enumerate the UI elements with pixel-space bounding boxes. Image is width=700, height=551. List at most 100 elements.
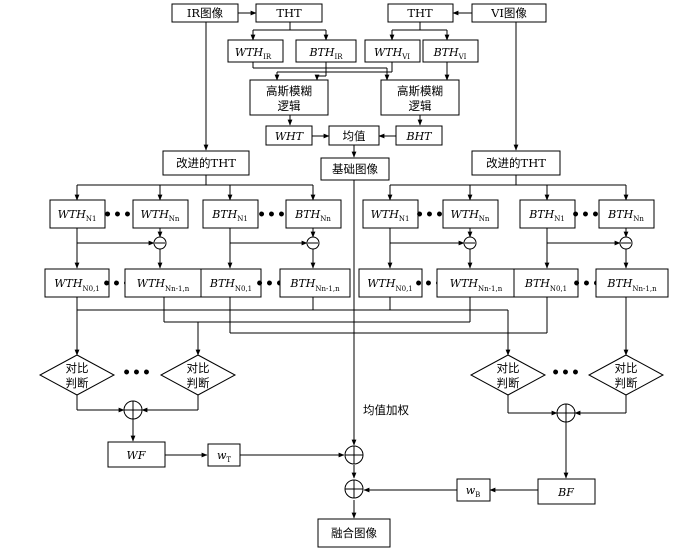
- svg-text:改进的THT: 改进的THT: [486, 156, 546, 170]
- svg-text:对比: 对比: [187, 361, 210, 375]
- compare-diamond-1: 对比 判断: [38, 354, 116, 396]
- ellipsis-compare-right: •••: [551, 365, 581, 381]
- bth-n1-box-right: BTHN1: [519, 199, 576, 229]
- ellipsis-row2-a: •••: [102, 276, 132, 292]
- fuzzy-logic-box-left: 高斯模糊 逻辑: [249, 79, 329, 116]
- wth-n01-box-left: WTHN0,1: [44, 268, 110, 298]
- ellipsis-row2-b: •••: [255, 276, 285, 292]
- subtract-operator-1: [153, 236, 167, 250]
- svg-text:BTHNn: BTHNn: [294, 208, 331, 223]
- sum-operator-left: [123, 400, 143, 420]
- ellipsis-row1-d: •••: [571, 207, 601, 223]
- svg-text:对比: 对比: [66, 361, 89, 375]
- wf-box: WF: [107, 441, 166, 468]
- wth-nn1n-box-right: WTHNn-1,n: [436, 268, 516, 298]
- bth-n01-box-left: BTHN0,1: [200, 268, 262, 298]
- svg-text:BTHVI: BTHVI: [433, 46, 467, 61]
- mean-box: 均值: [328, 125, 380, 146]
- svg-text:BTHNn: BTHNn: [607, 208, 644, 223]
- bht-box: BHT: [395, 125, 443, 146]
- svg-text:BF: BF: [557, 486, 574, 499]
- svg-text:BTHN0,1: BTHN0,1: [209, 277, 252, 293]
- svg-text:WTHNn: WTHNn: [141, 208, 180, 223]
- svg-text:逻辑: 逻辑: [409, 99, 432, 113]
- bth-nn-box-left: BTHNn: [285, 199, 342, 229]
- svg-text:WTHNn-1,n: WTHNn-1,n: [450, 277, 503, 293]
- subtract-operator-2: [306, 236, 320, 250]
- svg-text:BTHNn-1,n: BTHNn-1,n: [289, 277, 340, 293]
- tht-box-left: THT: [255, 3, 323, 23]
- svg-text:对比: 对比: [615, 361, 638, 375]
- ellipsis-row1-c: •••: [415, 207, 445, 223]
- wth-nn-box-right: WTHNn: [442, 199, 499, 229]
- connectors: [74, 10, 629, 519]
- compare-diamond-4: 对比 判断: [587, 354, 665, 396]
- svg-text:WHT: WHT: [275, 130, 305, 143]
- wth-vi-box: WTHVI: [364, 39, 421, 63]
- sum-operator-right: [556, 403, 576, 423]
- svg-text:WTHN1: WTHN1: [371, 208, 410, 223]
- svg-text:WTHNn: WTHNn: [451, 208, 490, 223]
- svg-text:WF: WF: [127, 449, 146, 462]
- svg-text:BTHN1: BTHN1: [528, 208, 565, 223]
- svg-text:BTHIR: BTHIR: [308, 46, 343, 61]
- svg-text:判断: 判断: [615, 376, 638, 390]
- subtract-operator-4: [619, 236, 633, 250]
- wth-n1-box-left: WTHN1: [49, 199, 106, 229]
- svg-text:wT: wT: [217, 449, 231, 464]
- ir-image-label: IR图像: [187, 6, 224, 20]
- ellipsis-row2-d: •••: [572, 276, 602, 292]
- wth-n1-box-right: WTHN1: [362, 199, 419, 229]
- ellipsis-row1-b: •••: [257, 207, 287, 223]
- ir-image-box: IR图像: [171, 3, 239, 23]
- svg-text:WTHN0,1: WTHN0,1: [367, 277, 413, 293]
- svg-text:判断: 判断: [497, 376, 520, 390]
- svg-text:对比: 对比: [497, 361, 520, 375]
- wth-ir-box: WTHIR: [227, 39, 284, 63]
- svg-text:判断: 判断: [66, 376, 89, 390]
- bth-nn1n-box-right: BTHNn-1,n: [595, 268, 669, 298]
- bth-nn1n-box-left: BTHNn-1,n: [279, 268, 351, 298]
- sum-operator-center-2: [344, 479, 364, 499]
- svg-text:判断: 判断: [187, 376, 210, 390]
- bth-ir-box: BTHIR: [295, 39, 357, 63]
- svg-text:均值: 均值: [343, 129, 366, 143]
- bf-box: BF: [537, 478, 596, 505]
- fused-image-label: 融合图像: [331, 526, 377, 540]
- svg-text:BTHN0,1: BTHN0,1: [524, 277, 567, 293]
- bth-vi-box: BTHVI: [422, 39, 479, 63]
- base-image-box: 基础图像: [320, 157, 390, 181]
- ellipsis-row1-a: •••: [103, 207, 133, 223]
- tht-box-right: THT: [387, 3, 454, 23]
- fuzzy-logic-box-right: 高斯模糊 逻辑: [380, 79, 460, 116]
- improved-tht-box-right: 改进的THT: [471, 150, 561, 176]
- wth-nn-box-left: WTHNn: [132, 199, 189, 229]
- svg-text:WTHNn-1,n: WTHNn-1,n: [137, 277, 190, 293]
- svg-text:WTHIR: WTHIR: [235, 46, 272, 61]
- ellipsis-row2-c: •••: [414, 276, 444, 292]
- svg-text:WTHN0,1: WTHN0,1: [54, 277, 100, 293]
- vi-image-label: VI图像: [490, 6, 527, 20]
- compare-diamond-2: 对比 判断: [159, 354, 237, 396]
- weighted-mean-label: 均值加权: [363, 403, 409, 417]
- subtract-operator-3: [463, 236, 477, 250]
- svg-text:逻辑: 逻辑: [278, 99, 301, 113]
- svg-text:WTHN1: WTHN1: [58, 208, 97, 223]
- bth-nn-box-right: BTHNn: [598, 199, 655, 229]
- svg-text:BTHN1: BTHN1: [211, 208, 248, 223]
- compare-diamond-3: 对比 判断: [469, 354, 547, 396]
- tht-label-right: THT: [407, 6, 433, 20]
- sum-operator-center-1: [344, 445, 364, 465]
- vi-image-box: VI图像: [471, 3, 547, 23]
- svg-text:BTHNn-1,n: BTHNn-1,n: [606, 277, 657, 293]
- fused-image-box: 融合图像: [317, 518, 391, 548]
- svg-text:改进的THT: 改进的THT: [176, 156, 236, 170]
- svg-text:WTHVI: WTHVI: [374, 46, 410, 61]
- tht-label-left: THT: [276, 6, 302, 20]
- svg-text:BHT: BHT: [405, 130, 433, 143]
- ellipsis-compare-left: •••: [122, 365, 152, 381]
- wht-box: WHT: [265, 125, 313, 146]
- svg-text:高斯模糊: 高斯模糊: [397, 84, 443, 98]
- weight-t-box: wT: [207, 443, 241, 467]
